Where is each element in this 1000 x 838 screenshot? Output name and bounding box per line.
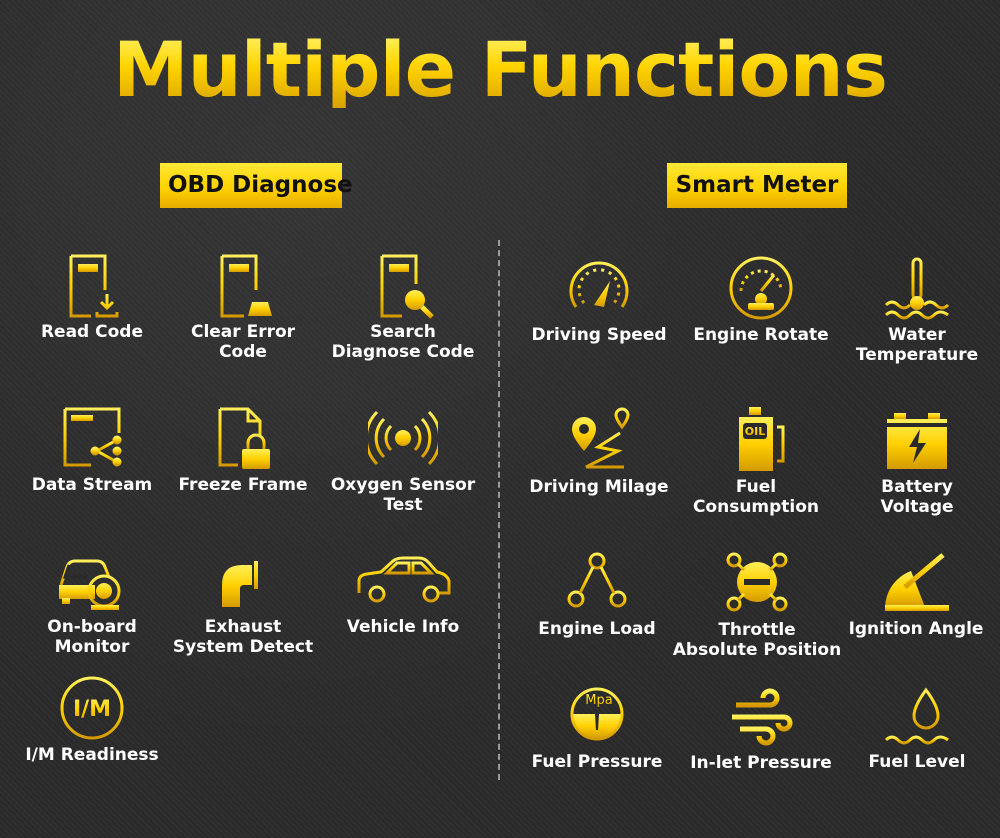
oil-can-icon: OIL: [739, 407, 785, 471]
read-code-icon: [69, 254, 119, 318]
onboard-monitor-icon: [59, 559, 121, 610]
water-temp-icon: [884, 257, 950, 320]
read-code-label: Read Code: [40, 322, 144, 342]
im-icon-text: I/M: [73, 697, 111, 722]
water-temp-item[interactable]: Water Temperature: [832, 253, 1000, 365]
fuel-level-label: Fuel Level: [868, 752, 966, 772]
throttle-item[interactable]: Throttle Absolute Position: [672, 548, 842, 660]
search-code-icon: [380, 254, 434, 319]
engine-rotate-label: Engine Rotate: [693, 325, 829, 345]
driving-speed-label: Driving Speed: [531, 325, 667, 345]
inlet-pressure-item[interactable]: In-let Pressure: [676, 681, 846, 773]
fuel-consumption-label: Fuel Consumption: [692, 477, 820, 517]
clear-error-item[interactable]: Clear Error Code: [158, 250, 328, 362]
freeze-frame-label: Freeze Frame: [178, 475, 308, 495]
section-divider: [498, 240, 500, 780]
fuel-pressure-label: Fuel Pressure: [531, 752, 663, 772]
exhaust-icon: [222, 561, 270, 607]
throttle-icon: [726, 552, 788, 612]
exhaust-label: Exhaust System Detect: [172, 617, 314, 657]
search-code-item[interactable]: Search Diagnose Code: [318, 250, 488, 362]
inlet-pressure-label: In-let Pressure: [690, 753, 832, 773]
vehicle-info-item[interactable]: Vehicle Info: [318, 545, 488, 637]
oil-icon-text: OIL: [745, 425, 765, 438]
clear-error-icon: [220, 254, 272, 318]
fuel-level-item[interactable]: Fuel Level: [832, 680, 1000, 772]
page-title: Multiple Functions: [0, 32, 1000, 108]
engine-load-item[interactable]: Engine Load: [512, 547, 682, 639]
oxygen-sensor-label: Oxygen Sensor Test: [330, 475, 476, 515]
driving-speed-item[interactable]: Driving Speed: [514, 253, 684, 345]
vehicle-info-label: Vehicle Info: [346, 617, 460, 637]
battery-icon: [887, 413, 947, 469]
driving-milage-item[interactable]: Driving Milage: [514, 405, 684, 497]
oxygen-sensor-icon: [368, 410, 438, 466]
speedometer-icon: [569, 261, 629, 315]
fuel-level-icon: [884, 686, 949, 745]
ignition-angle-item[interactable]: Ignition Angle: [831, 547, 1000, 639]
ignition-angle-label: Ignition Angle: [848, 619, 984, 639]
im-readiness-icon: I/M: [60, 676, 124, 740]
data-stream-icon: [63, 407, 122, 467]
im-readiness-item[interactable]: I/M I/M Readiness: [7, 673, 177, 765]
smart-meter-badge: Smart Meter: [667, 163, 847, 208]
obd-diagnose-badge: OBD Diagnose: [160, 163, 353, 208]
freeze-frame-item[interactable]: Freeze Frame: [158, 403, 328, 495]
search-code-label: Search Diagnose Code: [331, 322, 475, 362]
driving-milage-label: Driving Milage: [529, 477, 669, 497]
oxygen-sensor-item[interactable]: Oxygen Sensor Test: [318, 403, 488, 515]
fuel-consumption-item[interactable]: OIL Fuel Consumption: [671, 405, 841, 517]
throttle-label: Throttle Absolute Position: [672, 620, 842, 660]
engine-load-label: Engine Load: [538, 619, 656, 639]
freeze-frame-icon: [218, 407, 270, 469]
triangle-nodes-icon: [567, 552, 627, 608]
fuel-pressure-item[interactable]: Mpa Fuel Pressure: [512, 680, 682, 772]
mpa-icon-text: Mpa: [585, 693, 612, 708]
read-code-item[interactable]: Read Code: [7, 250, 177, 342]
im-readiness-label: I/M Readiness: [25, 745, 159, 765]
route-pin-icon: [572, 407, 630, 469]
battery-voltage-item[interactable]: Battery Voltage: [832, 405, 1000, 517]
car-icon: [357, 556, 451, 603]
ignition-angle-icon: [885, 553, 949, 611]
onboard-monitor-label: On-board Monitor: [47, 617, 137, 657]
data-stream-label: Data Stream: [31, 475, 153, 495]
pressure-gauge-icon: Mpa: [570, 687, 624, 741]
wind-icon: [732, 688, 793, 746]
engine-rotate-item[interactable]: Engine Rotate: [676, 253, 846, 345]
battery-voltage-label: Battery Voltage: [880, 477, 954, 517]
water-temp-label: Water Temperature: [855, 325, 979, 365]
exhaust-item[interactable]: Exhaust System Detect: [158, 545, 328, 657]
clear-error-label: Clear Error Code: [190, 322, 296, 362]
data-stream-item[interactable]: Data Stream: [7, 403, 177, 495]
onboard-monitor-item[interactable]: On-board Monitor: [7, 545, 177, 657]
tachometer-icon: [729, 256, 793, 320]
